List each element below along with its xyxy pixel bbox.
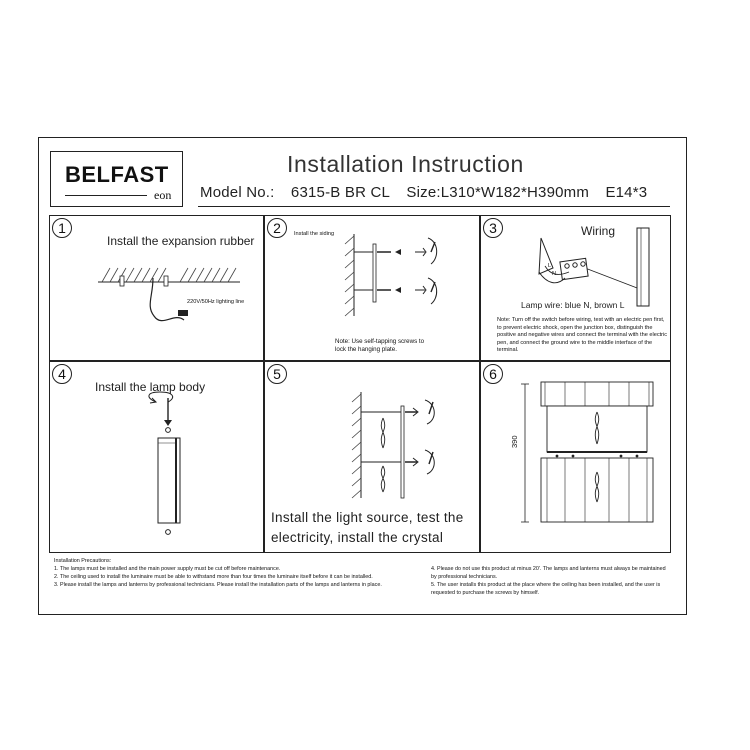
precautions-right: 4. Please do not use this product at min… bbox=[431, 565, 666, 597]
installation-precautions: Installation Precautions: 1. The lamps m… bbox=[50, 557, 670, 607]
header-divider bbox=[198, 206, 670, 207]
lamp-body-illustration bbox=[148, 391, 181, 535]
step-number: 3 bbox=[483, 218, 503, 238]
step-caption: Install the siding bbox=[294, 231, 335, 237]
model-label: Model No.: bbox=[200, 184, 275, 201]
page-title: Installation Instruction bbox=[287, 151, 524, 177]
lamp-wire-label: Lamp wire: blue N, brown L bbox=[521, 300, 625, 310]
ceiling-illustration bbox=[98, 267, 240, 322]
note-line: terminal. bbox=[497, 347, 519, 353]
step-5: 5 Install the light source, test the bbox=[264, 361, 480, 553]
step-caption: Install the light source, test the elect… bbox=[271, 508, 464, 548]
step-number: 5 bbox=[267, 364, 287, 384]
step-1: 1 Install the expansion rubber 220V/50Hz… bbox=[49, 215, 264, 361]
header: BELFAST eon Installation Instruction Mod… bbox=[50, 148, 670, 212]
brand-name: BELFAST bbox=[65, 162, 169, 187]
logo-underline bbox=[65, 195, 147, 197]
bulb-spec: E14*3 bbox=[605, 184, 648, 201]
precaution-item: 2. The ceiling used to install the lumin… bbox=[54, 574, 373, 580]
step-caption: Wiring bbox=[581, 224, 616, 238]
height-dimension: 390 bbox=[510, 435, 519, 448]
precautions-title: Installation Precautions: bbox=[54, 558, 112, 564]
precautions-left: Installation Precautions: 1. The lamps m… bbox=[54, 557, 382, 589]
caption-line: Install the light source, test the bbox=[271, 510, 464, 525]
precaution-item: by professional technicians. bbox=[431, 574, 498, 580]
model-info: Model No.: 6315-B BR CL Size:L310*W182*H… bbox=[200, 184, 659, 201]
caption-line: electricity, install the crystal bbox=[271, 530, 444, 545]
step-number: 6 bbox=[483, 364, 503, 384]
size-spec: Size:L310*W182*H390mm bbox=[406, 184, 590, 201]
wiring-illustration bbox=[538, 227, 650, 307]
brand-sub: eon bbox=[154, 188, 172, 202]
precaution-item: 3. Please install the lamps and lanterns… bbox=[54, 582, 382, 588]
step-note: Note: Use self-tapping screws to lock th… bbox=[335, 338, 424, 353]
wiring-note: Note: Turn off the switch before wiring,… bbox=[497, 317, 667, 355]
note-line: positive and negative wires and connect … bbox=[497, 332, 668, 338]
note-line: to prevent electric shock, open the junc… bbox=[497, 324, 653, 331]
mounting-plate-illustration bbox=[344, 234, 438, 317]
step-3: 3 Wiring L N Lamp wire: blue N, brown L … bbox=[480, 215, 671, 361]
step-6: 6 390 bbox=[480, 361, 671, 553]
step-number: 1 bbox=[52, 218, 72, 238]
step-number: 4 bbox=[52, 364, 72, 384]
precaution-item: 5. The user installs this product at the… bbox=[431, 582, 661, 588]
note-line: Note: Use self-tapping screws to bbox=[335, 338, 425, 345]
steps-grid: 1 Install the expansion rubber 220V/50Hz… bbox=[49, 215, 671, 553]
step-4: 4 Install the lamp body bbox=[49, 361, 264, 553]
light-source-illustration bbox=[351, 392, 435, 499]
model-value: 6315-B BR CL bbox=[290, 184, 391, 201]
power-line-label: 220V/50Hz lighting line bbox=[187, 299, 245, 305]
precaution-item: 1. The lamps must be installed and the m… bbox=[54, 566, 281, 572]
finished-lamp-illustration bbox=[521, 381, 654, 523]
note-line: Note: Turn off the switch before wiring,… bbox=[497, 317, 665, 323]
step-caption: Install the expansion rubber bbox=[107, 234, 255, 248]
step-caption: Install the lamp body bbox=[95, 380, 206, 394]
brand-logo: BELFAST eon bbox=[50, 151, 183, 207]
precaution-item: requested to purchase the screws by hims… bbox=[431, 590, 540, 596]
step-number: 2 bbox=[267, 218, 287, 238]
step-2: 2 Install the siding Note: Use self-tapp… bbox=[264, 215, 480, 361]
note-line: lock the hanging plate. bbox=[335, 345, 397, 353]
terminal-mark-l: L bbox=[548, 263, 552, 269]
precaution-item: 4. Please do not use this product at min… bbox=[431, 566, 666, 572]
terminal-mark-n: N bbox=[552, 271, 557, 277]
instruction-sheet-border bbox=[38, 137, 687, 615]
note-line: pen, and connect the ground wire to the … bbox=[497, 339, 653, 346]
